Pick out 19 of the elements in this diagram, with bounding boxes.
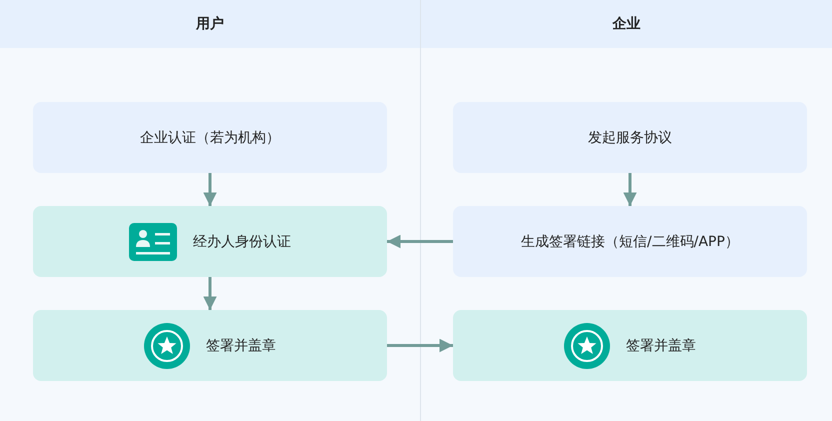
- process-box: [453, 206, 807, 277]
- lane-header: 企业: [421, 0, 832, 48]
- box-label: 发起服务协议: [588, 128, 672, 146]
- process-box: [33, 310, 387, 381]
- arrow: [203, 173, 217, 206]
- process-box: [33, 206, 387, 277]
- box-label: 签署并盖章: [206, 336, 276, 354]
- lane-header: 用户: [0, 0, 420, 48]
- process-box: [33, 102, 387, 173]
- process-box: [453, 310, 807, 381]
- arrow: [203, 277, 217, 310]
- box-label: 经办人身份认证: [193, 232, 291, 250]
- arrow: [387, 234, 453, 248]
- box-label: 生成签署链接（短信/二维码/APP）: [521, 232, 739, 250]
- process-box: [453, 102, 807, 173]
- arrow: [387, 338, 453, 352]
- box-label: 企业认证（若为机构）: [140, 128, 280, 146]
- arrow: [623, 173, 637, 206]
- box-label: 签署并盖章: [626, 336, 696, 354]
